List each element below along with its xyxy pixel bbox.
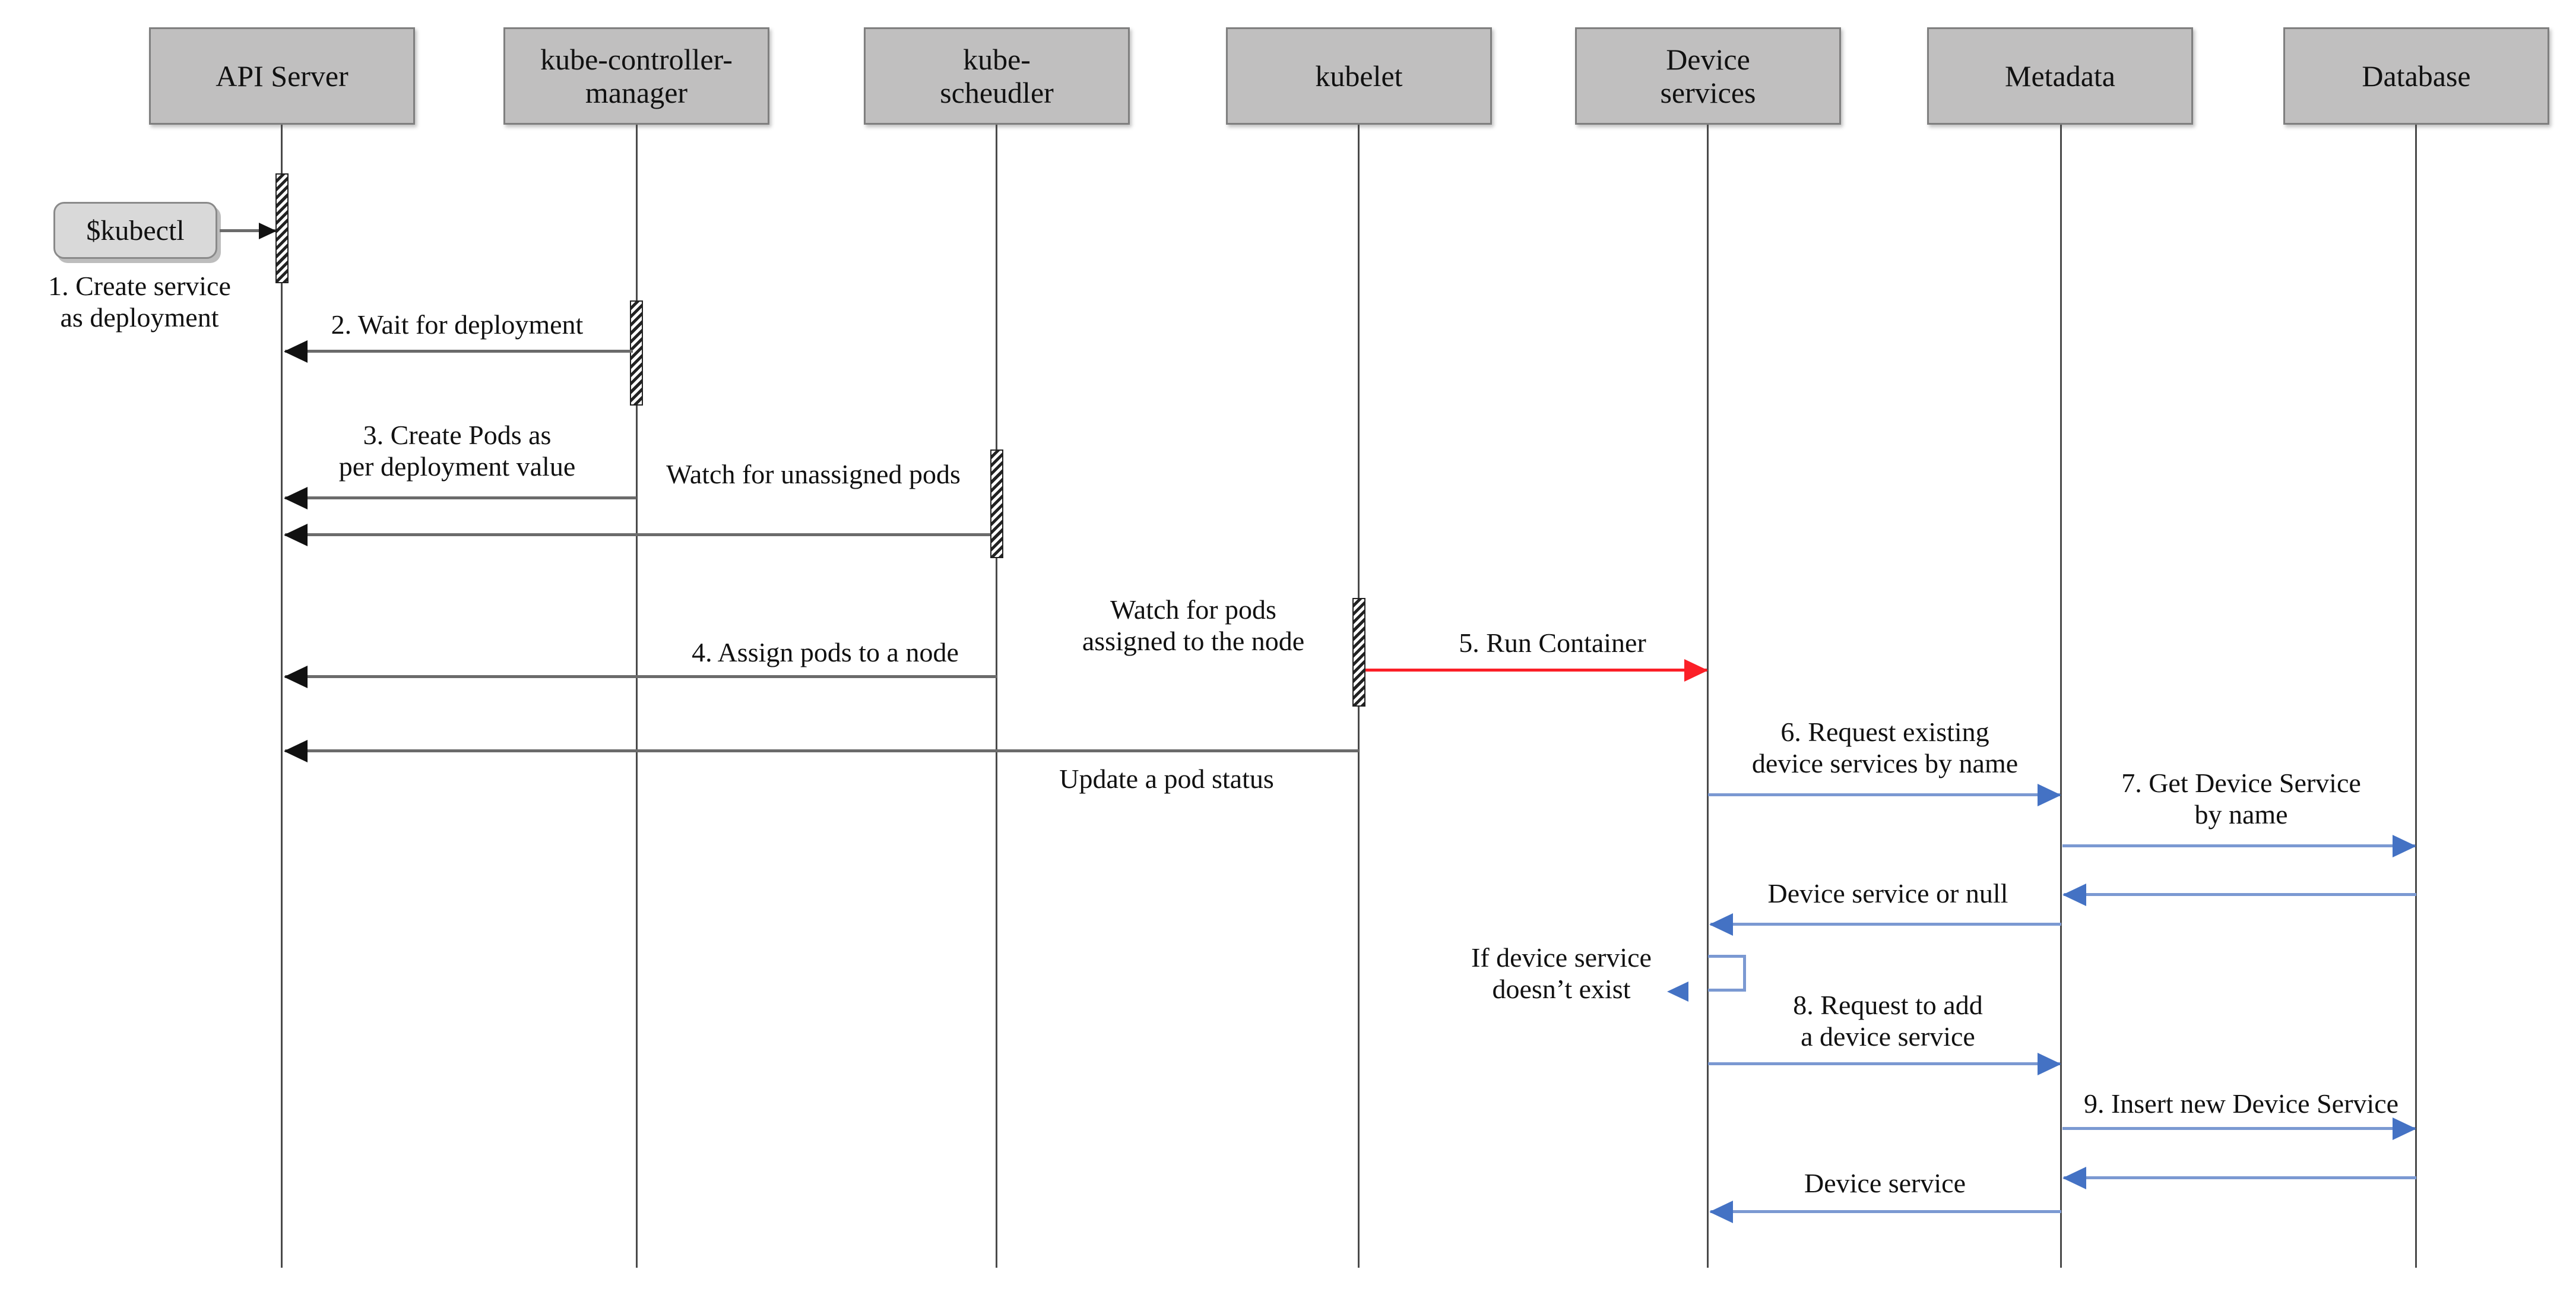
arrow-update-pod-status	[285, 749, 1359, 752]
actor-metadata: Metadata	[1927, 27, 2193, 125]
lifeline-kube-controller-manager	[636, 125, 638, 1268]
arrow-get-ds-by-name	[2062, 844, 2415, 847]
selfloop-arrowhead	[1667, 982, 1688, 1002]
label-create-service: 1. Create service as deployment	[48, 271, 231, 333]
label-watch-unassigned: Watch for unassigned pods	[666, 459, 961, 489]
actor-kubelet: kubelet	[1226, 27, 1492, 125]
label-create-pods: 3. Create Pods as per deployment value	[338, 420, 576, 482]
activation-scheduler	[990, 449, 1003, 558]
arrow-kubectl-to-api	[220, 229, 275, 232]
label-insert-new-ds: 9. Insert new Device Service	[2083, 1088, 2399, 1119]
arrow-run-container	[1365, 669, 1707, 672]
label-assign-pods: 4. Assign pods to a node	[692, 637, 959, 667]
lifeline-api-server	[281, 125, 283, 1268]
label-watch-assigned: Watch for pods assigned to the node	[1082, 594, 1305, 657]
label-update-pod-status: Update a pod status	[1059, 764, 1274, 794]
arrow-db-return-insert	[2064, 1176, 2416, 1179]
arrow-assign-pods	[285, 675, 997, 678]
arrow-device-service-return	[1710, 1210, 2061, 1213]
label-ds-or-null: Device service or null	[1767, 878, 2008, 908]
activation-controller-mgr	[630, 300, 643, 406]
label-run-container: 5. Run Container	[1459, 628, 1646, 658]
actor-kube-controller-manager: kube-controller- manager	[503, 27, 769, 125]
label-get-ds-by-name: 7. Get Device Service by name	[2121, 768, 2361, 830]
label-request-add: 8. Request to add a device service	[1793, 990, 1983, 1052]
actor-database: Database	[2283, 27, 2549, 125]
arrow-ds-or-null	[1710, 923, 2061, 926]
label-device-service: Device service	[1804, 1168, 1966, 1198]
kubectl-node: $kubectl	[53, 202, 217, 259]
arrow-wait-for-deployment	[285, 350, 633, 353]
actor-kube-scheudler: kube- scheudler	[864, 27, 1130, 125]
arrow-request-existing-ds	[1708, 793, 2060, 796]
activation-api-server	[275, 173, 289, 283]
actor-device-services: Device services	[1575, 27, 1841, 125]
actor-api-server: API Server	[149, 27, 415, 125]
selfloop-if-ds-not-exist	[1667, 955, 1746, 1002]
lifeline-metadata	[2060, 125, 2062, 1268]
arrow-request-add-ds	[1708, 1062, 2060, 1065]
lifeline-database	[2415, 125, 2417, 1268]
label-if-not-exist: If device service doesn’t exist	[1471, 942, 1652, 1005]
label-request-existing: 6. Request existing device services by n…	[1751, 717, 2019, 779]
arrow-db-return-to-metadata	[2064, 893, 2416, 896]
lifeline-device-services	[1707, 125, 1709, 1268]
arrow-watch-unassigned-pods	[285, 533, 990, 536]
arrow-create-pods	[285, 496, 636, 499]
label-wait-for-deployment: 2. Wait for deployment	[331, 309, 584, 340]
arrow-insert-new-ds	[2062, 1127, 2415, 1130]
activation-kubelet	[1352, 598, 1365, 707]
lifeline-kube-scheudler	[996, 125, 997, 1268]
